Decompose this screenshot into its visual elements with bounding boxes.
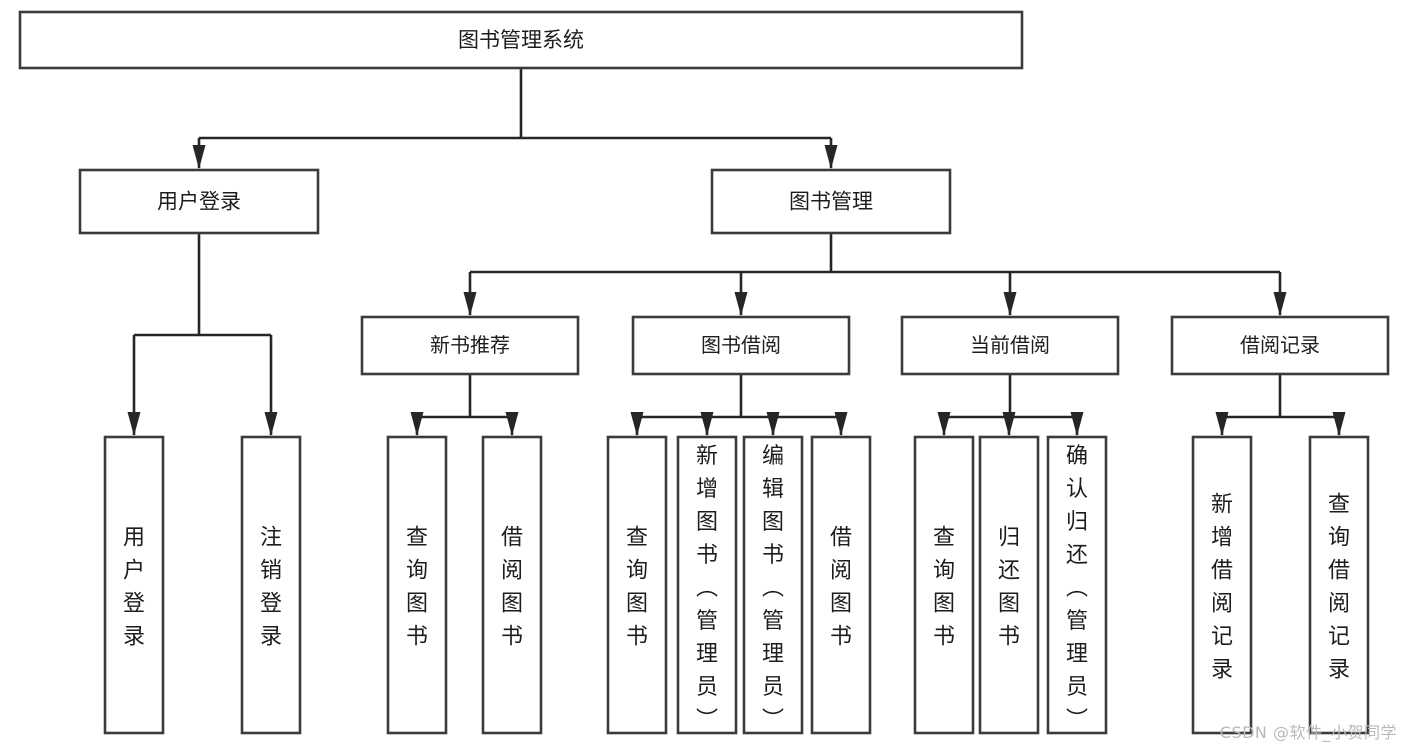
node-current-borrow-label: 当前借阅: [970, 333, 1050, 357]
node-leaf-query-book-2[interactable]: 查询图书: [606, 435, 668, 735]
node-leaf-query-record[interactable]: 查询借阅记录: [1308, 435, 1370, 735]
node-leaf-logout-box: [240, 435, 302, 735]
node-leaf-query-book-2-box: [606, 435, 668, 735]
node-leaf-user-login-box: [103, 435, 165, 735]
arrow-borrow-record-to-leaf-query-record: [1332, 412, 1346, 436]
node-leaf-add-book-label: 新增图书︵管理员︶: [696, 444, 718, 733]
arrow-borrow-record-to-leaf-add-record: [1215, 412, 1229, 436]
connector-layer: [127, 68, 1346, 436]
node-leaf-add-book-box: [676, 435, 738, 735]
node-borrow-record-box: [1170, 315, 1390, 376]
arrow-root-to-user-login: [192, 145, 206, 169]
node-book-manage-label: 图书管理: [789, 190, 873, 214]
node-leaf-query-record-label: 查询借阅记录: [1328, 493, 1350, 683]
node-leaf-borrow-book-1-box: [481, 435, 543, 735]
node-root-label: 图书管理系统: [458, 28, 584, 52]
node-new-book-recommend-box: [360, 315, 580, 376]
arrow-current-borrow-to-leaf-query-book-3: [937, 412, 951, 436]
node-book-borrow-label: 图书借阅: [701, 333, 781, 357]
arrow-root-to-book-manage: [824, 145, 838, 169]
node-leaf-borrow-book-1[interactable]: 借阅图书: [481, 435, 543, 735]
node-leaf-user-login[interactable]: 用户登录: [103, 435, 165, 735]
arrow-book-borrow-to-leaf-borrow-book-2: [834, 412, 848, 436]
node-leaf-add-book[interactable]: 新增图书︵管理员︶: [676, 435, 738, 735]
node-root-box: [18, 10, 1024, 70]
node-user-login[interactable]: 用户登录: [78, 168, 320, 235]
node-leaf-query-book-1-box: [386, 435, 448, 735]
node-leaf-return-book-box: [978, 435, 1040, 735]
node-leaf-add-record-box: [1191, 435, 1253, 735]
node-leaf-confirm-return-label: 确认归还︵管理员︶: [1066, 444, 1088, 733]
arrow-user-login-to-leaf-logout: [264, 412, 278, 436]
arrow-new-book-recommend-to-leaf-query-book-1: [410, 412, 424, 436]
node-leaf-logout-label: 注销登录: [260, 526, 282, 650]
node-leaf-query-book-3[interactable]: 查询图书: [913, 435, 975, 735]
arrow-bookmanage-to-current-borrow: [1003, 292, 1017, 316]
arrow-book-borrow-to-leaf-edit-book: [766, 412, 780, 436]
node-user-login-label: 用户登录: [157, 190, 241, 214]
node-leaf-confirm-return-box: [1046, 435, 1108, 735]
arrow-new-book-recommend-to-leaf-borrow-book-1: [505, 412, 519, 436]
arrow-bookmanage-to-book-borrow: [734, 292, 748, 316]
node-leaf-user-login-label: 用户登录: [123, 526, 145, 650]
watermark-text: CSDN @软件_小贺同学: [1219, 723, 1397, 742]
node-borrow-record[interactable]: 借阅记录: [1170, 315, 1390, 376]
node-root[interactable]: 图书管理系统: [18, 10, 1024, 70]
node-leaf-confirm-return[interactable]: 确认归还︵管理员︶: [1046, 435, 1108, 735]
node-book-borrow[interactable]: 图书借阅: [631, 315, 851, 376]
arrow-current-borrow-to-leaf-confirm-return: [1070, 412, 1084, 436]
node-leaf-borrow-book-2-box: [810, 435, 872, 735]
node-leaf-return-book-label: 归还图书: [998, 526, 1020, 650]
arrow-user-login-to-leaf-user-login: [127, 412, 141, 436]
node-current-borrow-box: [900, 315, 1120, 376]
node-leaf-query-book-2-label: 查询图书: [626, 526, 648, 650]
node-book-borrow-box: [631, 315, 851, 376]
node-book-manage[interactable]: 图书管理: [710, 168, 952, 235]
node-borrow-record-label: 借阅记录: [1240, 333, 1320, 357]
node-leaf-query-book-1[interactable]: 查询图书: [386, 435, 448, 735]
node-leaf-borrow-book-2-label: 借阅图书: [830, 526, 852, 650]
node-new-book-recommend[interactable]: 新书推荐: [360, 315, 580, 376]
node-layer: 图书管理系统用户登录图书管理新书推荐图书借阅当前借阅借阅记录用户登录注销登录查询…: [18, 10, 1390, 735]
node-leaf-edit-book[interactable]: 编辑图书︵管理员︶: [742, 435, 804, 735]
node-user-login-box: [78, 168, 320, 235]
arrow-book-borrow-to-leaf-add-book: [700, 412, 714, 436]
node-leaf-query-book-1-label: 查询图书: [406, 526, 428, 650]
node-new-book-recommend-label: 新书推荐: [430, 333, 510, 357]
node-book-manage-box: [710, 168, 952, 235]
node-leaf-edit-book-label: 编辑图书︵管理员︶: [762, 444, 784, 733]
node-leaf-query-book-3-label: 查询图书: [933, 526, 955, 650]
node-leaf-borrow-book-2[interactable]: 借阅图书: [810, 435, 872, 735]
node-leaf-query-book-3-box: [913, 435, 975, 735]
node-current-borrow[interactable]: 当前借阅: [900, 315, 1120, 376]
node-leaf-add-record[interactable]: 新增借阅记录: [1191, 435, 1253, 735]
arrow-bookmanage-to-new-book-recommend: [463, 292, 477, 316]
node-leaf-add-record-label: 新增借阅记录: [1211, 493, 1233, 683]
node-leaf-return-book[interactable]: 归还图书: [978, 435, 1040, 735]
arrow-bookmanage-to-borrow-record: [1273, 292, 1287, 316]
node-leaf-logout[interactable]: 注销登录: [240, 435, 302, 735]
node-leaf-borrow-book-1-label: 借阅图书: [501, 526, 523, 650]
node-leaf-edit-book-box: [742, 435, 804, 735]
node-leaf-query-record-box: [1308, 435, 1370, 735]
arrow-current-borrow-to-leaf-return-book: [1002, 412, 1016, 436]
arrow-book-borrow-to-leaf-query-book-2: [630, 412, 644, 436]
